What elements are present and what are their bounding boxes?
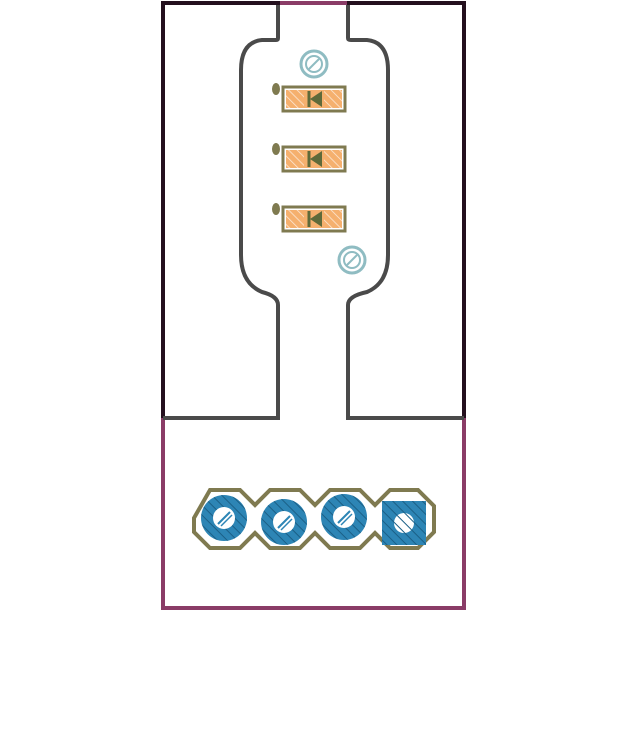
led-pad-left-hatch bbox=[286, 90, 304, 108]
pin-group bbox=[201, 494, 426, 545]
header-silkscreen bbox=[192, 488, 436, 550]
led-group bbox=[272, 83, 347, 233]
led-icon bbox=[272, 143, 347, 173]
board-outline-upper-right bbox=[347, 1, 466, 418]
led-pad-left-hatch bbox=[286, 150, 304, 168]
polarity-dot bbox=[272, 143, 280, 155]
via-icon bbox=[299, 49, 329, 79]
board-cutout bbox=[163, 5, 464, 420]
drill-mark bbox=[340, 513, 353, 526]
led-icon bbox=[272, 203, 347, 233]
drill-mark bbox=[277, 515, 291, 529]
polarity-dot bbox=[272, 203, 280, 215]
led-outline bbox=[281, 145, 347, 173]
led-outline bbox=[281, 85, 347, 113]
polarity-dot bbox=[272, 83, 280, 95]
round-pad-icon bbox=[321, 494, 367, 540]
drill-mark bbox=[217, 511, 231, 525]
board-outline-lower bbox=[161, 418, 466, 610]
diode-triangle bbox=[310, 211, 322, 227]
led-pad-left-hatch bbox=[286, 210, 304, 228]
pin-header bbox=[192, 488, 436, 550]
drill-mark bbox=[280, 518, 293, 531]
led-icon bbox=[272, 83, 347, 113]
diode-triangle bbox=[310, 91, 322, 107]
square-pad-icon bbox=[382, 501, 426, 545]
diode-triangle bbox=[310, 151, 322, 167]
board-outline-upper bbox=[161, 1, 280, 418]
via-icon bbox=[337, 245, 367, 275]
led-pad-right-hatch bbox=[324, 90, 342, 108]
drill-mark bbox=[337, 510, 351, 524]
round-pad-icon bbox=[261, 499, 307, 545]
led-pad-right-hatch bbox=[324, 150, 342, 168]
led-outline bbox=[281, 205, 347, 233]
led-pad-right-hatch bbox=[324, 210, 342, 228]
round-pad-icon bbox=[201, 495, 247, 541]
drill-hatch bbox=[394, 513, 414, 533]
board-outline bbox=[161, 1, 466, 610]
drill-mark bbox=[220, 514, 233, 527]
